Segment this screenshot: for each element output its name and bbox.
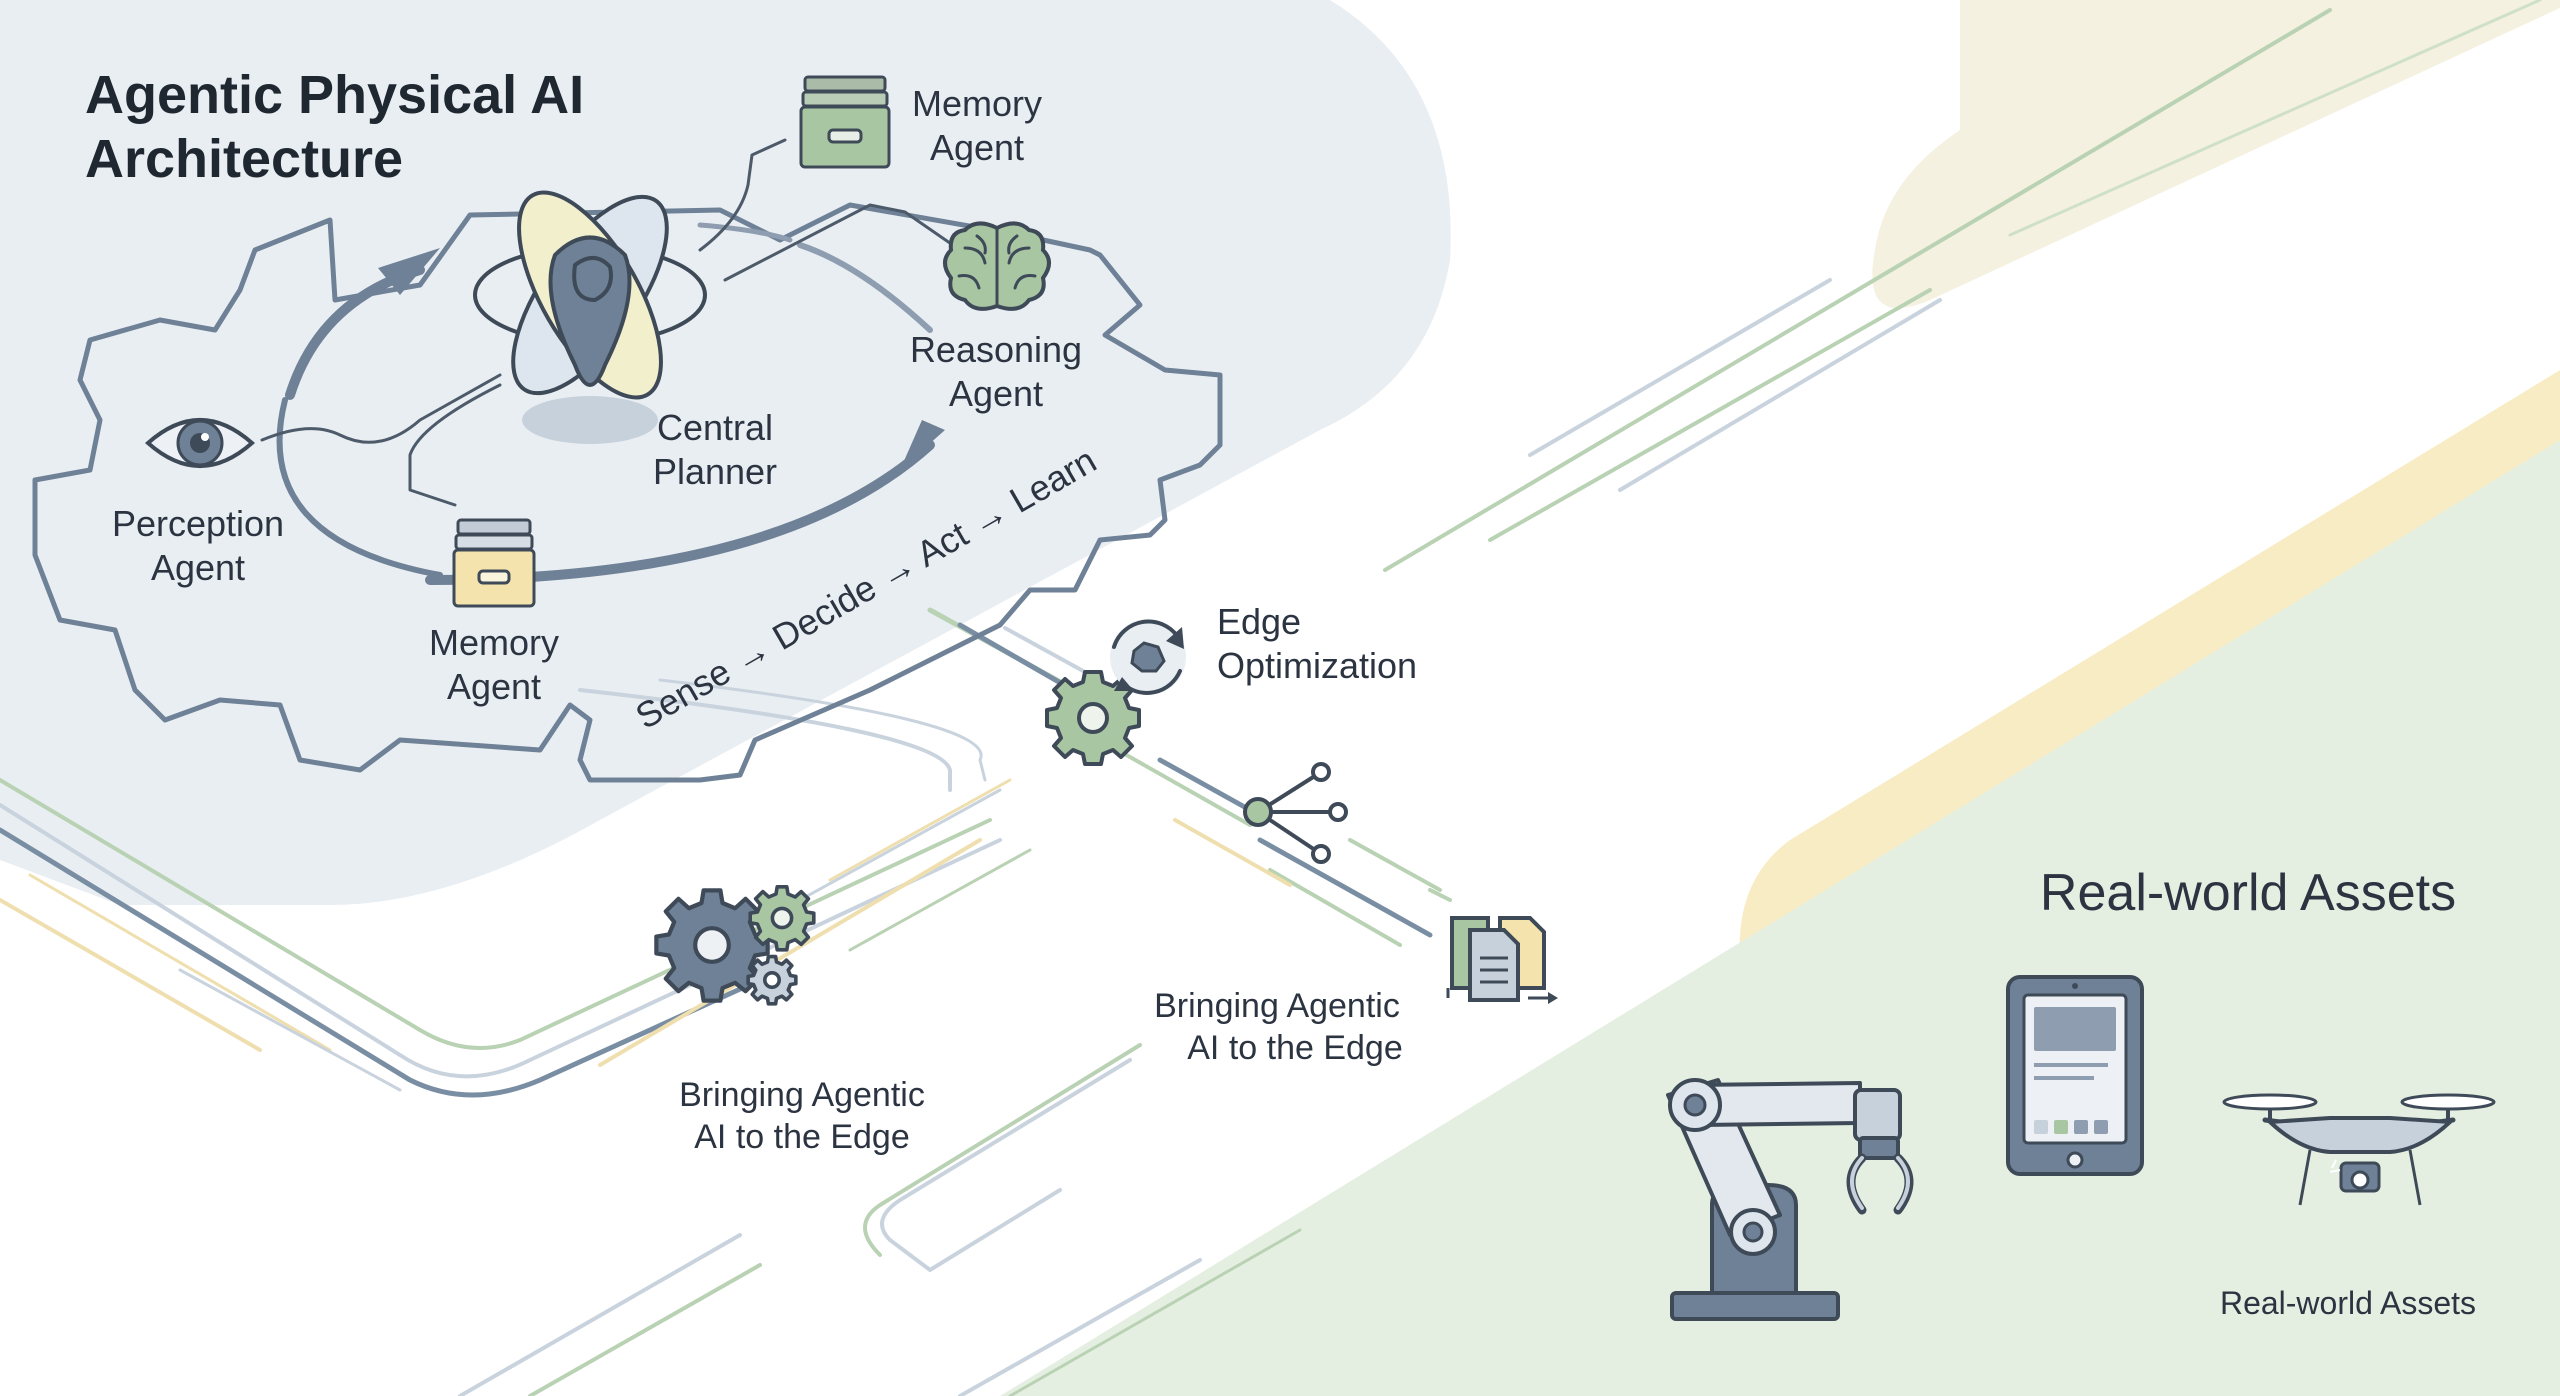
memory-agent-bottom-line-2: Agent: [447, 666, 541, 707]
page-title-line-2: Architecture: [85, 129, 403, 189]
perception-agent-line-2: Agent: [151, 547, 245, 588]
gear-icon: [1045, 670, 1141, 766]
refresh-gear-icon: [1110, 619, 1186, 695]
reasoning-agent-line-1: Reasoning: [910, 329, 1082, 370]
loop-arrowhead-top: [378, 248, 440, 295]
bringing-left-label: Bringing Agentic AI to the Edge: [679, 1076, 925, 1156]
bringing-right-label: Bringing Agentic AI to the Edge: [1154, 987, 1403, 1067]
loop-arrowhead-bottom: [900, 420, 945, 470]
edge-optimization-line-1: Edge: [1217, 601, 1301, 642]
reasoning-agent-line-2: Agent: [949, 373, 1043, 414]
cream-band-bottom: [1739, 370, 2560, 960]
bringing-left-line-1: Bringing Agentic: [679, 1076, 925, 1114]
architecture-panel: [0, 0, 1451, 905]
cream-band-top: [1872, 0, 2560, 309]
storage-drawer-icon: [799, 75, 891, 169]
gears-cluster-icon: [654, 884, 816, 1006]
bringing-left-line-2: AI to the Edge: [694, 1118, 910, 1156]
central-planner-line-2: Planner: [653, 451, 777, 492]
perception-agent-line-1: Perception: [112, 503, 284, 544]
eye-icon: [144, 418, 256, 468]
storage-drawer-icon: [452, 518, 536, 608]
drone-icon: [2222, 1093, 2496, 1206]
real-world-heading: Real-world Assets: [2040, 864, 2456, 922]
robot-arm-icon: [1666, 1078, 1914, 1321]
connector-wires: [260, 138, 962, 507]
tablet-icon: [2006, 975, 2144, 1176]
real-world-zone: [1000, 440, 2560, 1396]
edge-optimization-line-2: Optimization: [1217, 645, 1417, 686]
bringing-right-line-2: AI to the Edge: [1187, 1029, 1403, 1067]
page-title-line-1: Agentic Physical AI: [85, 65, 584, 125]
atom-icon: [473, 190, 707, 444]
documents-icon: [1446, 916, 1558, 1004]
bringing-right-line-1: Bringing Agentic: [1154, 987, 1400, 1025]
brain-icon: [943, 221, 1051, 311]
gear-outline: [32, 202, 1223, 783]
memory-agent-top-line-2: Agent: [930, 127, 1024, 168]
memory-agent-bottom-line-1: Memory: [429, 622, 559, 663]
network-icon: [1243, 762, 1348, 864]
real-world-caption: Real-world Assets: [2220, 1285, 2476, 1321]
central-planner-line-1: Central: [657, 407, 773, 448]
memory-agent-top-line-1: Memory: [912, 83, 1042, 124]
